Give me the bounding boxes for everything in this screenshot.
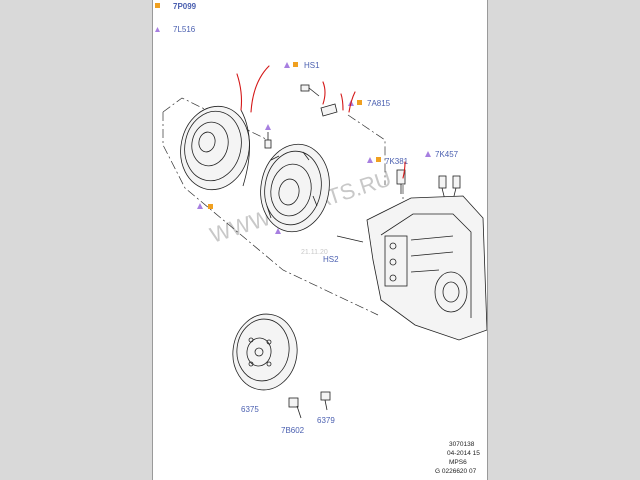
triangle-marker-icon (265, 124, 271, 130)
callout-6379: 6379 (317, 416, 335, 425)
converter-bolt (264, 132, 272, 149)
callout-hs1: HS1 (304, 61, 320, 70)
watermark-date: 21.11.20 (301, 249, 328, 256)
square-marker-icon (155, 3, 160, 8)
square-marker-icon (376, 157, 381, 162)
callout-hs2: HS2 (323, 255, 339, 264)
red-annotation-6 (402, 161, 406, 179)
torque-converter (260, 143, 330, 233)
part-6379-bolt (320, 391, 331, 411)
title-line-4: G 0226620 07 (435, 468, 477, 475)
part-hs1-plug (300, 84, 320, 97)
triangle-marker-icon (275, 228, 281, 234)
part-7k381-sensor (396, 169, 406, 194)
callout-7a815: 7A815 (367, 99, 391, 108)
triangle-marker-icon (367, 157, 373, 163)
callout-7b602: 7B602 (281, 426, 305, 435)
legend-triangle-label: 7L516 (173, 25, 196, 34)
square-marker-icon (208, 204, 213, 209)
callout-7k381: 7K381 (385, 157, 409, 166)
title-line-2: 04-2014 15 (447, 450, 480, 457)
square-marker-icon (357, 100, 362, 105)
drawing-sheet: 7P099 7L516 WWW.ELCATS.RU 21.11.20 (152, 0, 488, 480)
title-line-1: 3070138 (449, 441, 475, 448)
triangle-marker-icon (284, 62, 290, 68)
red-annotation-1 (236, 73, 243, 111)
leader-lower-left (162, 112, 379, 316)
exploded-view-diagram: 7P099 7L516 WWW.ELCATS.RU 21.11.20 (155, 2, 487, 475)
square-marker-icon (293, 62, 298, 67)
part-7b602-bolt (288, 397, 302, 419)
legend-square-label: 7P099 (173, 2, 197, 11)
red-annotation-3 (322, 81, 326, 105)
triangle-marker-icon (155, 27, 160, 32)
flexplate (232, 313, 298, 391)
red-annotation-2 (250, 65, 270, 113)
red-annotation-5 (348, 91, 356, 113)
part-7a815-fitting (320, 103, 338, 117)
callout-6375: 6375 (241, 405, 259, 414)
torque-converter-cover (180, 105, 250, 191)
red-annotation-4 (340, 93, 344, 111)
leader-7a815 (347, 114, 386, 185)
triangle-marker-icon (425, 151, 431, 157)
title-line-3: MPS6 (449, 459, 467, 466)
triangle-marker-icon (197, 203, 203, 209)
hs2-bolt (336, 235, 364, 243)
transmission-housing (366, 195, 487, 341)
callout-7k457: 7K457 (435, 150, 459, 159)
